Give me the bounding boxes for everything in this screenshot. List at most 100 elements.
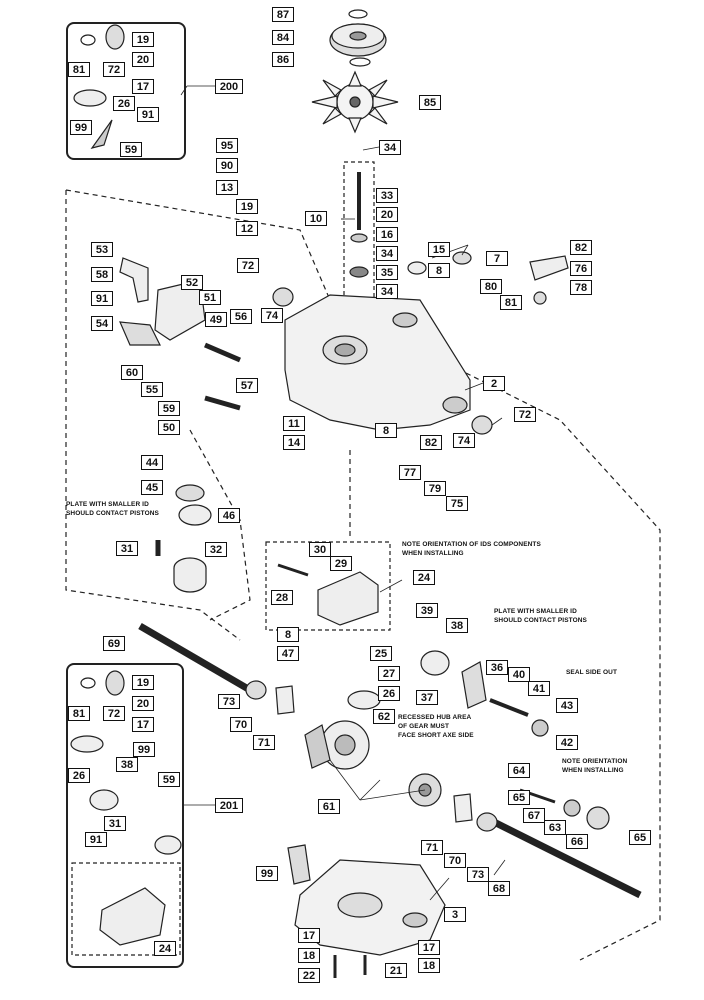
- note-line: PLATE WITH SMALLER ID: [66, 501, 149, 508]
- callout-45: 45: [141, 480, 163, 495]
- note-line: PLATE WITH SMALLER ID: [494, 608, 577, 615]
- callout-95: 95: [216, 138, 238, 153]
- callout-7: 7: [486, 251, 508, 266]
- callout-3: 3: [444, 907, 466, 922]
- callout-15: 15: [428, 242, 450, 257]
- thrust-bearing-45: [175, 484, 205, 502]
- callout-69: 69: [103, 636, 125, 651]
- bearing-35: [349, 266, 369, 278]
- kit201-callout-99: 99: [133, 742, 155, 757]
- callout-38: 38: [446, 618, 468, 633]
- bushing-73-left: [245, 680, 267, 700]
- callout-99: 99: [256, 866, 278, 881]
- sealant-99: [287, 844, 311, 885]
- note-line: OF GEAR MUST: [398, 723, 450, 730]
- callout-74: 74: [261, 308, 283, 323]
- callout-84: 84: [272, 30, 294, 45]
- center-section-24: [317, 571, 379, 626]
- kit201-callout-20: 20: [132, 696, 154, 711]
- washer-81: [533, 291, 547, 305]
- callout-59: 59: [158, 401, 180, 416]
- callout-11: 11: [283, 416, 305, 431]
- bushing-73-right: [476, 812, 498, 832]
- callout-53: 53: [91, 242, 113, 257]
- callout-71: 71: [421, 840, 443, 855]
- thrust-washer-70-right: [453, 793, 473, 823]
- axle-shaft-68: [488, 816, 642, 899]
- callout-66: 66: [566, 834, 588, 849]
- kit201-callout-31: 31: [104, 816, 126, 831]
- note-line: FACE SHORT AXE SIDE: [398, 732, 474, 739]
- axle-shaft-69: [138, 622, 252, 694]
- callout-18: 18: [418, 958, 440, 973]
- callout-72: 72: [237, 258, 259, 273]
- plug-8: [407, 261, 427, 275]
- thrust-washer-70-left: [275, 685, 295, 715]
- callout-63: 63: [544, 820, 566, 835]
- callout-67: 67: [523, 808, 545, 823]
- callout-34: 34: [376, 246, 398, 261]
- callout-20: 20: [376, 207, 398, 222]
- kit201-callout-26: 26: [68, 768, 90, 783]
- kit201-callout-91: 91: [85, 832, 107, 847]
- leader-lines: [180, 85, 506, 901]
- callout-60: 60: [121, 365, 143, 380]
- callout-27: 27: [378, 666, 400, 681]
- k200-sealant-99: [90, 119, 113, 149]
- kit200-callout-91: 91: [137, 107, 159, 122]
- snap-ring-87: [348, 9, 368, 19]
- callout-44: 44: [141, 455, 163, 470]
- callout-8: 8: [428, 263, 450, 278]
- k201-ids-dashed-box: [71, 862, 181, 956]
- bearing-42: [531, 719, 549, 737]
- callout-57: 57: [236, 378, 258, 393]
- kit200-callout-26: 26: [113, 96, 135, 111]
- callout-85: 85: [419, 95, 441, 110]
- kit-201-box: [66, 663, 184, 968]
- callout-79: 79: [424, 481, 446, 496]
- callout-32: 32: [205, 542, 227, 557]
- kit200-callout-72: 72: [103, 62, 125, 77]
- callout-91: 91: [91, 291, 113, 306]
- note-line: WHEN INSTALLING: [402, 550, 464, 557]
- callout-17: 17: [298, 928, 320, 943]
- callout-29: 29: [330, 556, 352, 571]
- bushing-74-left: [272, 287, 294, 307]
- callout-65: 65: [629, 830, 651, 845]
- callout-49: 49: [205, 312, 227, 327]
- upper-housing-2: [284, 294, 471, 431]
- callout-17: 17: [418, 940, 440, 955]
- shaft-50: [204, 395, 241, 411]
- callout-12: 12: [236, 221, 258, 236]
- callout-33: 33: [376, 188, 398, 203]
- kit201-callout-81: 81: [68, 706, 90, 721]
- washer-16: [350, 233, 368, 243]
- thrust-plate-36: [461, 661, 487, 709]
- kit201-callout-59: 59: [158, 772, 180, 787]
- control-lever-76: [529, 255, 569, 281]
- control-arm-53: [119, 257, 149, 303]
- callout-24: 24: [413, 570, 435, 585]
- callout-35: 35: [376, 265, 398, 280]
- kit200-callout-20: 20: [132, 52, 154, 67]
- note-ids-orientation: NOTE ORIENTATION OF IDS COMPONENTS WHEN …: [402, 540, 541, 558]
- callout-73: 73: [467, 867, 489, 882]
- callout-10: 10: [305, 211, 327, 226]
- note-seal-side-out: SEAL SIDE OUT: [566, 668, 617, 677]
- callout-74: 74: [453, 433, 475, 448]
- callout-70: 70: [444, 853, 466, 868]
- callout-56: 56: [230, 309, 252, 324]
- callout-39: 39: [416, 603, 438, 618]
- note-line: NOTE ORIENTATION: [562, 758, 628, 765]
- note-plate-smaller-id-left: PLATE WITH SMALLER ID SHOULD CONTACT PIS…: [66, 500, 159, 518]
- differential-gear-62: [320, 720, 370, 770]
- callout-16: 16: [376, 227, 398, 242]
- k200-oring-81: [80, 34, 96, 46]
- callout-78: 78: [570, 280, 592, 295]
- bracket-54: [119, 321, 161, 346]
- callout-55: 55: [141, 382, 163, 397]
- k201-seal-72: [105, 670, 125, 696]
- callout-87: 87: [272, 7, 294, 22]
- callout-80: 80: [480, 279, 502, 294]
